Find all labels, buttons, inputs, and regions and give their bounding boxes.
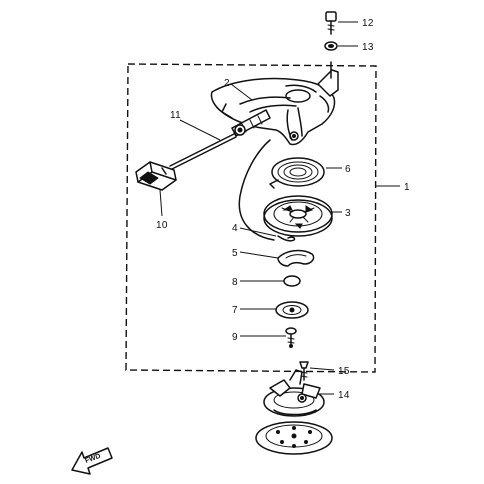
leader-5 <box>239 251 279 259</box>
bolt-12 <box>325 11 337 35</box>
callout-1: 1 <box>404 182 410 193</box>
leader-11 <box>179 119 221 141</box>
callout-5: 5 <box>232 248 238 259</box>
callout-10: 10 <box>156 220 168 231</box>
leader-4 <box>239 227 277 237</box>
rope-loop <box>238 139 275 241</box>
callout-7: 7 <box>232 305 238 316</box>
callout-4: 4 <box>232 223 238 234</box>
callout-14: 14 <box>338 390 350 401</box>
callout-12: 12 <box>362 18 374 29</box>
callout-6: 6 <box>345 164 351 175</box>
assembly-boundary <box>125 63 377 373</box>
leader-10 <box>159 189 163 217</box>
starter-cup <box>255 421 333 455</box>
callout-13: 13 <box>362 42 374 53</box>
starter-handle-10 <box>135 161 177 191</box>
callout-2: 2 <box>224 78 230 89</box>
drive-pawl-5 <box>277 249 315 267</box>
leader-15 <box>309 367 335 371</box>
circlip-8 <box>283 275 301 287</box>
callout-3: 3 <box>345 208 351 219</box>
washer-13 <box>324 41 338 51</box>
screw-9 <box>285 327 297 348</box>
drive-plate-7 <box>275 301 309 319</box>
callout-11: 11 <box>170 110 181 121</box>
callout-15: 15 <box>338 366 350 377</box>
callout-8: 8 <box>232 277 238 288</box>
starter-housing-2 <box>210 61 339 146</box>
screw-15 <box>299 361 309 381</box>
recoil-spring-6 <box>269 157 325 189</box>
drive-pulley-3 <box>263 195 333 237</box>
callout-9: 9 <box>232 332 238 343</box>
starter-bracket-14 <box>263 369 325 417</box>
pawl-spring-4 <box>277 235 296 242</box>
forward-direction-arrow-icon: FWD <box>71 447 113 475</box>
starter-cable-11 <box>169 109 271 170</box>
leader-2 <box>230 83 253 101</box>
